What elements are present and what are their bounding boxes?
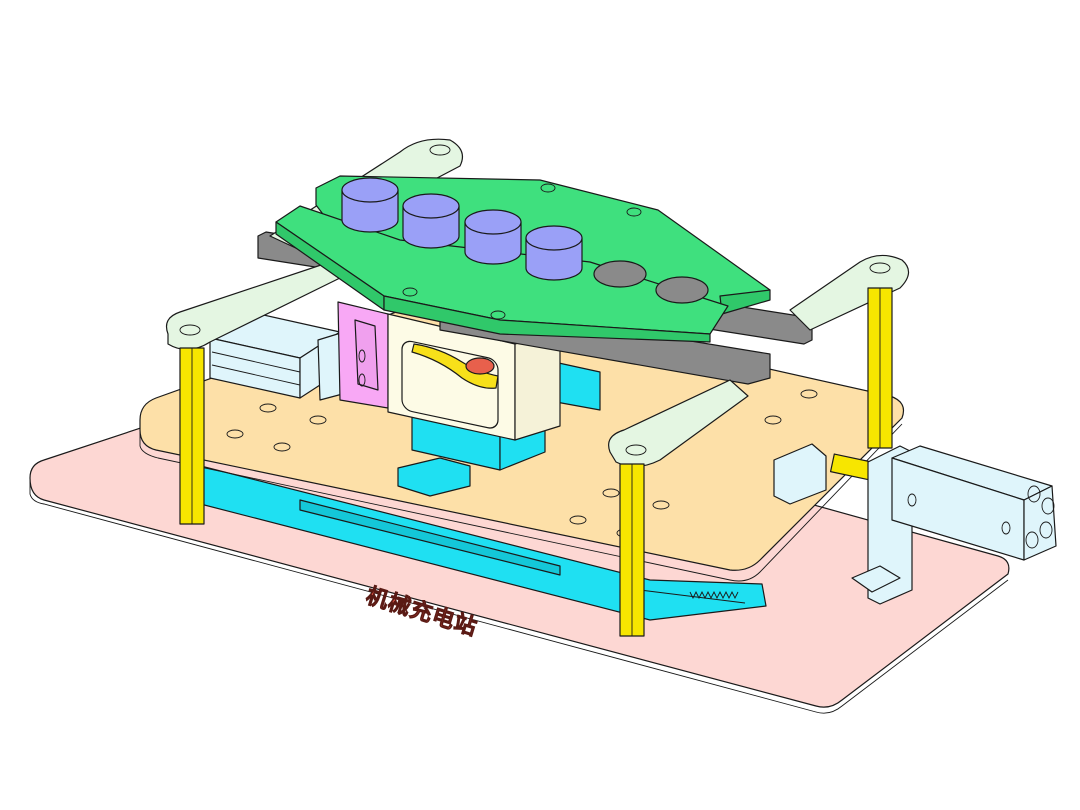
cylinder-1 <box>341 177 399 233</box>
cylinder-2 <box>402 193 460 249</box>
pink-block <box>337 301 389 409</box>
pneumatic-cylinder-right <box>773 443 1057 605</box>
cylinder-4 <box>525 225 583 281</box>
support-posts <box>179 287 893 637</box>
rack-teeth <box>689 590 739 600</box>
cam-frame <box>387 313 561 441</box>
cylinder-3 <box>464 209 522 265</box>
mounting-holes <box>226 389 818 538</box>
empty-pockets <box>593 260 709 304</box>
loaded-cylinders <box>341 177 583 281</box>
